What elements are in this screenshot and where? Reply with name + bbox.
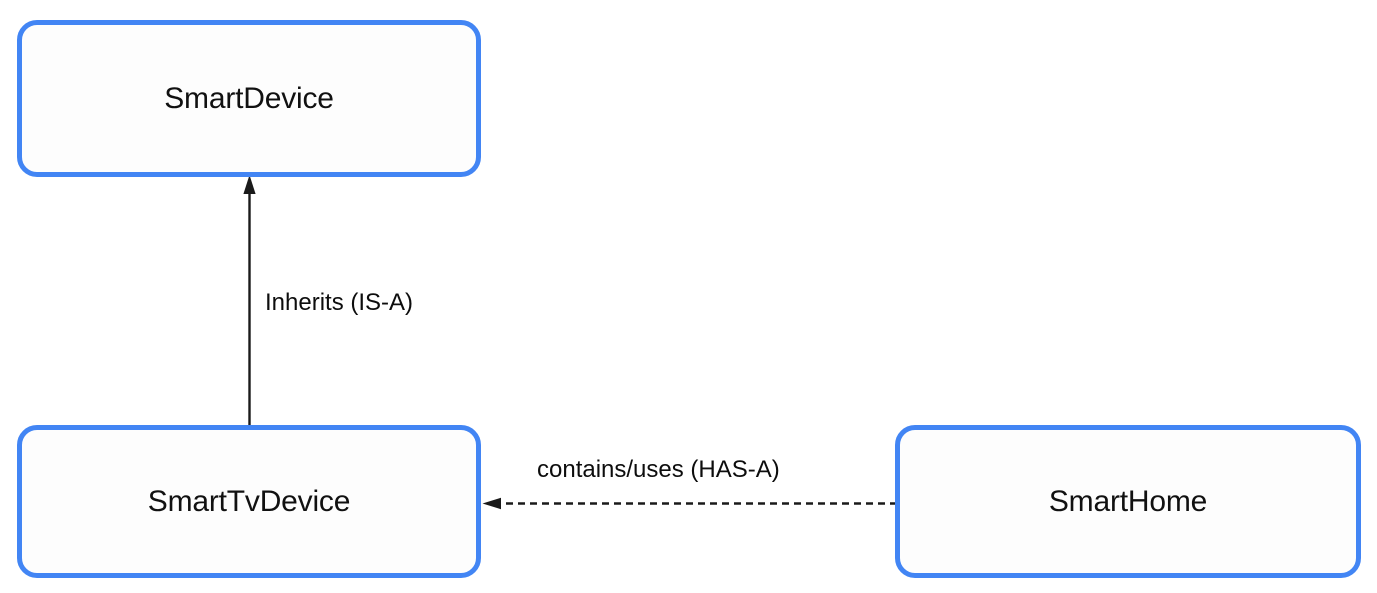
edge-inherits bbox=[243, 175, 256, 425]
node-smarthome[interactable]: SmartHome bbox=[895, 425, 1361, 578]
node-smartdevice[interactable]: SmartDevice bbox=[17, 20, 481, 177]
node-smarttvdevice-label: SmartTvDevice bbox=[147, 484, 351, 518]
edge-label-inherits: Inherits (IS-A) bbox=[265, 289, 414, 316]
node-smartdevice-label: SmartDevice bbox=[164, 81, 334, 115]
inherits-arrowhead bbox=[243, 175, 256, 194]
edge-contains bbox=[482, 497, 897, 510]
contains-arrowhead bbox=[482, 497, 501, 510]
edge-label-contains: contains/uses (HAS-A) bbox=[537, 456, 780, 483]
node-smarttvdevice[interactable]: SmartTvDevice bbox=[17, 425, 481, 578]
node-smarthome-label: SmartHome bbox=[1048, 484, 1208, 518]
